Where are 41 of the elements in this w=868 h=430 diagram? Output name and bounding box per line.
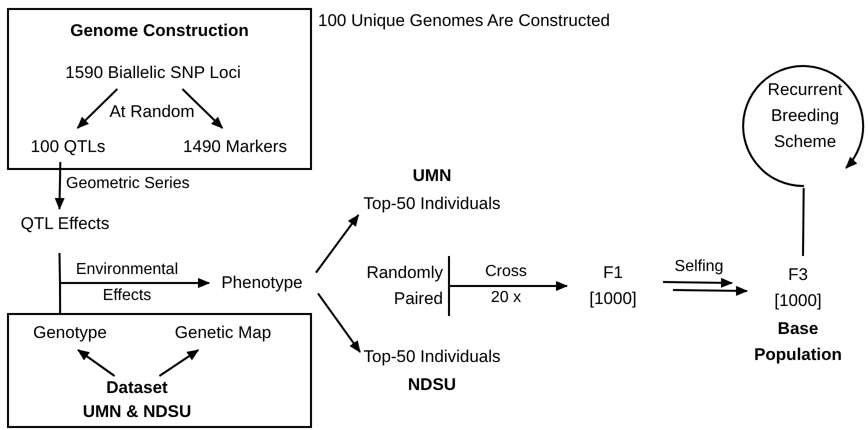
arrow (77, 349, 116, 377)
step-label: Genotype (20, 320, 120, 346)
arrow (182, 88, 224, 129)
heading: UMN & NDSU (82, 401, 192, 423)
edge-label: Cross 20 x (484, 262, 528, 308)
step-label: Top-50 Individuals (362, 346, 502, 368)
heading: Genome Construction (69, 20, 250, 42)
step-label: QTL Effects (10, 211, 120, 237)
edge-label: Selfing (674, 257, 724, 277)
note: 100 Unique Genomes Are Constructed (318, 10, 612, 32)
annotation: At Random (108, 101, 196, 123)
step-label: [1000] (588, 288, 638, 310)
arrow (54, 162, 65, 210)
step-label: Genetic Map (158, 320, 288, 346)
arrow (317, 292, 361, 353)
group-box (7, 8, 312, 170)
edge-label: Geometric Series (66, 174, 191, 194)
arrow (672, 286, 748, 296)
heading: Base Population (753, 318, 843, 366)
arrow (59, 278, 210, 313)
step-label: Recurrent Breeding Scheme (766, 79, 844, 153)
arrow (315, 214, 360, 274)
step-label: 1590 Biallelic SNP Loci (48, 60, 258, 86)
arrow (449, 281, 568, 291)
step-label: 100 QTLs (20, 134, 116, 160)
step-label: Top-50 Individuals (362, 193, 502, 215)
step-label: 1490 Markers (165, 134, 305, 160)
arrow (662, 278, 733, 288)
step-label: Randomly Paired (365, 262, 443, 310)
edge-label: Environmental Effects (74, 260, 180, 306)
heading: NDSU (406, 374, 458, 396)
arrow (158, 349, 200, 377)
step-label: Phenotype (212, 270, 312, 296)
step-label: F1 (602, 262, 624, 284)
step-label: [1000] (773, 290, 823, 312)
connector-line (802, 188, 805, 256)
group-box (7, 313, 312, 428)
step-label: F3 (787, 264, 809, 286)
heading: Dataset (105, 377, 169, 399)
arrow (76, 88, 118, 129)
heading: UMN (412, 165, 452, 187)
